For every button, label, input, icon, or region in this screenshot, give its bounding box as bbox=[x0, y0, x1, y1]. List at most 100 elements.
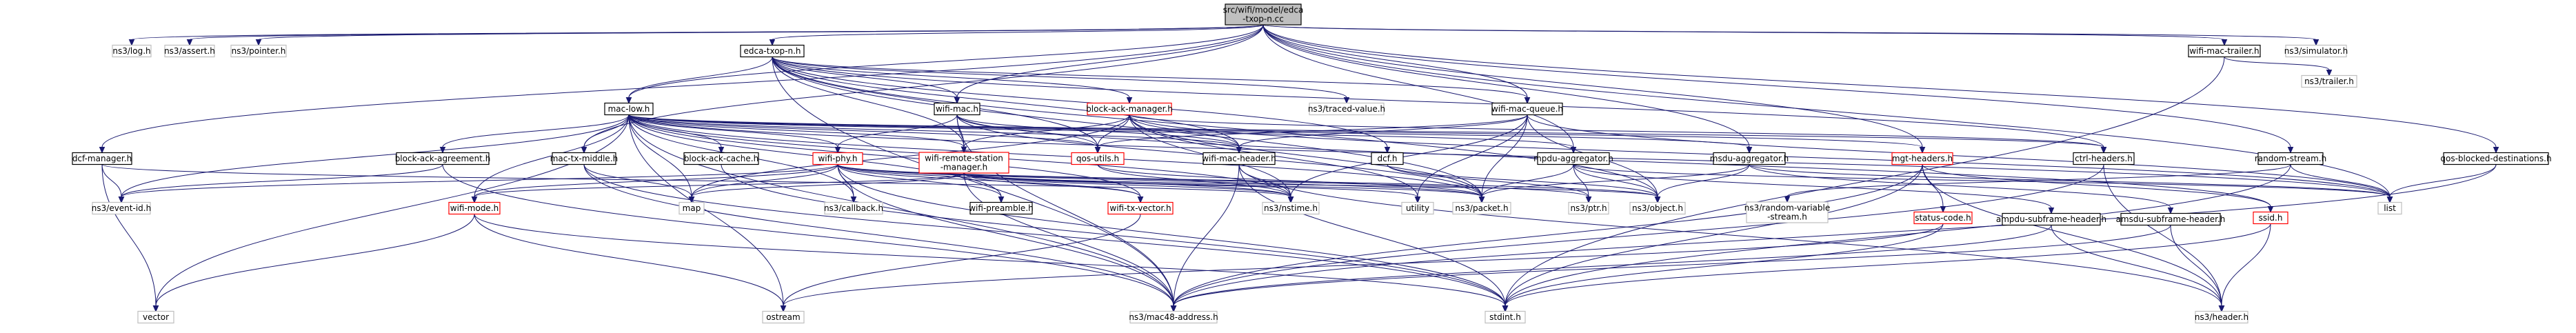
node-map[interactable]: map bbox=[678, 201, 705, 215]
edge-wmq-to-nstime bbox=[1287, 114, 1528, 203]
node-pointer[interactable]: ns3/pointer.h bbox=[230, 44, 287, 58]
arrowhead-icon bbox=[1414, 196, 1421, 203]
edge-line bbox=[772, 57, 1528, 98]
node-packet[interactable]: ns3/packet.h bbox=[1452, 201, 1511, 215]
node-mtm[interactable]: mac-tx-middle.h bbox=[550, 152, 618, 165]
arrowhead-icon bbox=[834, 147, 841, 154]
node-vector[interactable]: vector bbox=[137, 310, 174, 324]
node-trailer[interactable]: ns3/trailer.h bbox=[2301, 74, 2357, 88]
node-wifiphy[interactable]: wifi-phy.h bbox=[812, 152, 863, 165]
edge-wifiphy-to-mac48 bbox=[837, 164, 1177, 312]
node-simulator[interactable]: ns3/simulator.h bbox=[2284, 44, 2348, 58]
node-wmh[interactable]: wifi-mac-header.h bbox=[1202, 152, 1276, 165]
node-traced[interactable]: ns3/traced-value.h bbox=[1308, 102, 1385, 116]
node-eventid[interactable]: ns3/event-id.h bbox=[92, 201, 151, 215]
edge-line bbox=[1749, 164, 2391, 197]
node-edca[interactable]: edca-txop-n.h bbox=[740, 44, 805, 58]
edge-line bbox=[628, 114, 1240, 148]
node-maclow[interactable]: mac-low.h bbox=[604, 102, 654, 116]
edge-root-to-wifimactrailer bbox=[1262, 24, 2228, 46]
node-header[interactable]: ns3/header.h bbox=[2195, 310, 2248, 324]
edge-line bbox=[1173, 164, 2104, 306]
node-box bbox=[1203, 152, 1276, 165]
edge-line bbox=[1173, 225, 2171, 306]
edge-maclow-to-baa bbox=[439, 114, 630, 154]
edge-wifiphy-to-eventid bbox=[118, 164, 838, 203]
edge-line bbox=[1657, 164, 1750, 197]
node-root[interactable]: src/wifi/model/edca-txop-n.cc bbox=[1223, 3, 1304, 26]
node-assert[interactable]: ns3/assert.h bbox=[164, 44, 215, 58]
node-label: ctrl-headers.h bbox=[2075, 154, 2133, 163]
node-box bbox=[2301, 74, 2357, 88]
node-box bbox=[1087, 102, 1172, 116]
node-box bbox=[2188, 44, 2261, 58]
edge-root-to-assert bbox=[186, 24, 1264, 46]
node-label: dcf-manager.h bbox=[72, 154, 132, 163]
node-box bbox=[762, 310, 805, 324]
node-box bbox=[1629, 201, 1686, 215]
node-wrsm[interactable]: wifi-remote-station-manager.h bbox=[918, 152, 1009, 174]
arrowhead-icon bbox=[1126, 97, 1133, 104]
edge-wrsm-to-map bbox=[688, 172, 965, 203]
node-nstime[interactable]: ns3/nstime.h bbox=[1262, 201, 1320, 215]
node-mac48[interactable]: ns3/mac48-address.h bbox=[1129, 310, 1218, 324]
node-wifimode[interactable]: wifi-mode.h bbox=[448, 201, 501, 215]
node-ctrl[interactable]: ctrl-headers.h bbox=[2073, 152, 2135, 165]
node-bam[interactable]: block-ack-manager.h bbox=[1086, 102, 1173, 116]
edge-line bbox=[837, 164, 1291, 197]
node-box bbox=[137, 310, 174, 324]
node-label: ssid.h bbox=[2259, 213, 2283, 223]
node-ptr[interactable]: ns3/ptr.h bbox=[1568, 201, 1609, 215]
node-ostream[interactable]: ostream bbox=[762, 310, 805, 324]
node-preamble[interactable]: wifi-preamble.h bbox=[969, 201, 1034, 215]
edge-line bbox=[956, 114, 1174, 306]
arrowhead-icon bbox=[2493, 147, 2499, 154]
node-callback[interactable]: ns3/callback.h bbox=[824, 201, 883, 215]
node-ssid[interactable]: ssid.h bbox=[2253, 211, 2288, 225]
edge-maclow-to-vector bbox=[152, 114, 630, 312]
node-statuscode[interactable]: status-code.h bbox=[1913, 211, 1973, 225]
node-mpdu[interactable]: mpdu-aggregator.h bbox=[1533, 152, 1613, 165]
edge-line bbox=[1527, 114, 2391, 197]
node-qosutils[interactable]: qos-utils.h bbox=[1071, 152, 1125, 165]
arrowhead-icon bbox=[960, 146, 967, 154]
node-wifimactrailer[interactable]: wifi-mac-trailer.h bbox=[2188, 44, 2261, 58]
edge-line bbox=[956, 24, 1264, 98]
edge-line bbox=[583, 24, 1264, 148]
edge-line bbox=[783, 223, 1944, 306]
node-label: wifi-mode.h bbox=[450, 203, 499, 213]
node-rstream[interactable]: random-stream.h bbox=[2255, 152, 2326, 165]
node-wmq[interactable]: wifi-mac-queue.h bbox=[1491, 102, 1563, 116]
node-txvector[interactable]: wifi-tx-vector.h bbox=[1107, 201, 1174, 215]
node-rvs[interactable]: ns3/random-variable-stream.h bbox=[1744, 201, 1831, 223]
node-wifimac[interactable]: wifi-mac.h bbox=[934, 102, 980, 116]
node-amsdu[interactable]: amsdu-subframe-header.h bbox=[2116, 212, 2226, 226]
node-label: utility bbox=[1406, 203, 1429, 213]
node-object[interactable]: ns3/object.h bbox=[1629, 201, 1686, 215]
arrowhead-icon bbox=[998, 196, 1005, 203]
edge-edca-to-traced bbox=[772, 57, 1350, 104]
node-qosblocked[interactable]: qos-blocked-destinations.h bbox=[2440, 152, 2552, 165]
edge-line bbox=[474, 214, 784, 306]
node-dcf[interactable]: dcf.h bbox=[1371, 152, 1404, 165]
node-baa[interactable]: block-ack-agreement.h bbox=[395, 152, 491, 165]
node-list[interactable]: list bbox=[2377, 201, 2402, 215]
node-stdint[interactable]: stdint.h bbox=[1485, 310, 1526, 324]
node-box bbox=[164, 44, 215, 58]
node-log[interactable]: ns3/log.h bbox=[112, 44, 152, 58]
node-msdu[interactable]: msdu-aggregator.h bbox=[1710, 152, 1789, 165]
node-label: random-stream.h bbox=[2255, 154, 2326, 163]
edge-line bbox=[772, 57, 1130, 98]
edge-line bbox=[628, 114, 1141, 197]
node-bac[interactable]: block-ack-cache.h bbox=[683, 152, 759, 165]
node-utility[interactable]: utility bbox=[1401, 201, 1434, 215]
edge-line bbox=[772, 57, 1347, 98]
node-ampdu[interactable]: ampdu-subframe-header.h bbox=[1996, 212, 2106, 226]
node-label: block-ack-cache.h bbox=[684, 154, 758, 163]
edge-line bbox=[1505, 164, 2291, 306]
node-mgt[interactable]: mgt-headers.h bbox=[1891, 152, 1953, 165]
node-dcfman[interactable]: dcf-manager.h bbox=[72, 152, 132, 165]
arrowhead-icon bbox=[118, 196, 125, 203]
edge-maclow-to-mgt bbox=[628, 114, 1926, 154]
